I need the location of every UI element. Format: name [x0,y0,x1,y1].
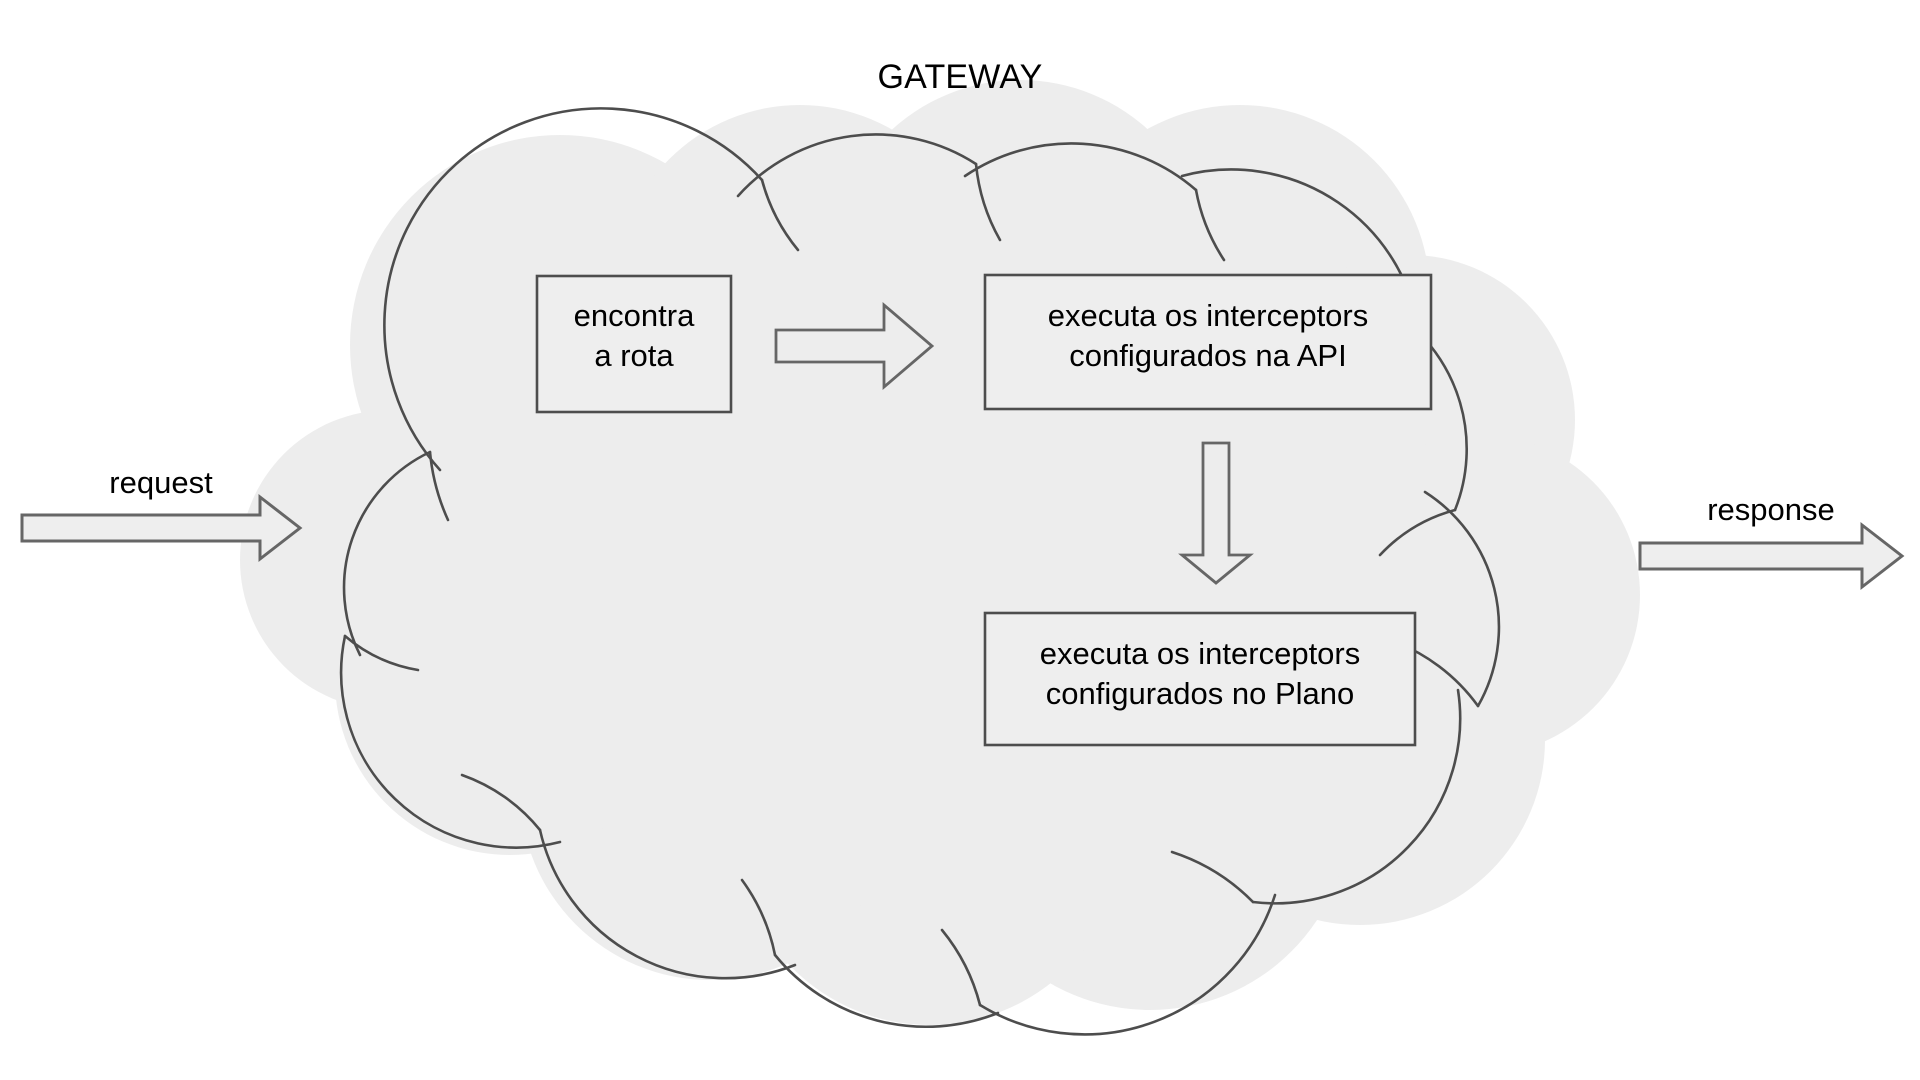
response-arrow-label: response [1707,492,1835,527]
node-interceptors-plano[interactable] [983,611,1417,747]
gateway-cloud-boundary [240,80,1640,1036]
api-to-plano-arrow[interactable] [1178,441,1254,585]
cloud-fill [240,80,1640,1025]
request-arrow[interactable] [20,493,303,563]
request-arrow-label: request [109,465,213,500]
node-encontra-a-rota[interactable] [535,274,733,414]
rota-to-api-arrow[interactable] [774,301,935,391]
response-arrow[interactable] [1638,521,1905,591]
node-interceptors-api[interactable] [983,273,1433,411]
page-title: GATEWAY [877,58,1043,96]
